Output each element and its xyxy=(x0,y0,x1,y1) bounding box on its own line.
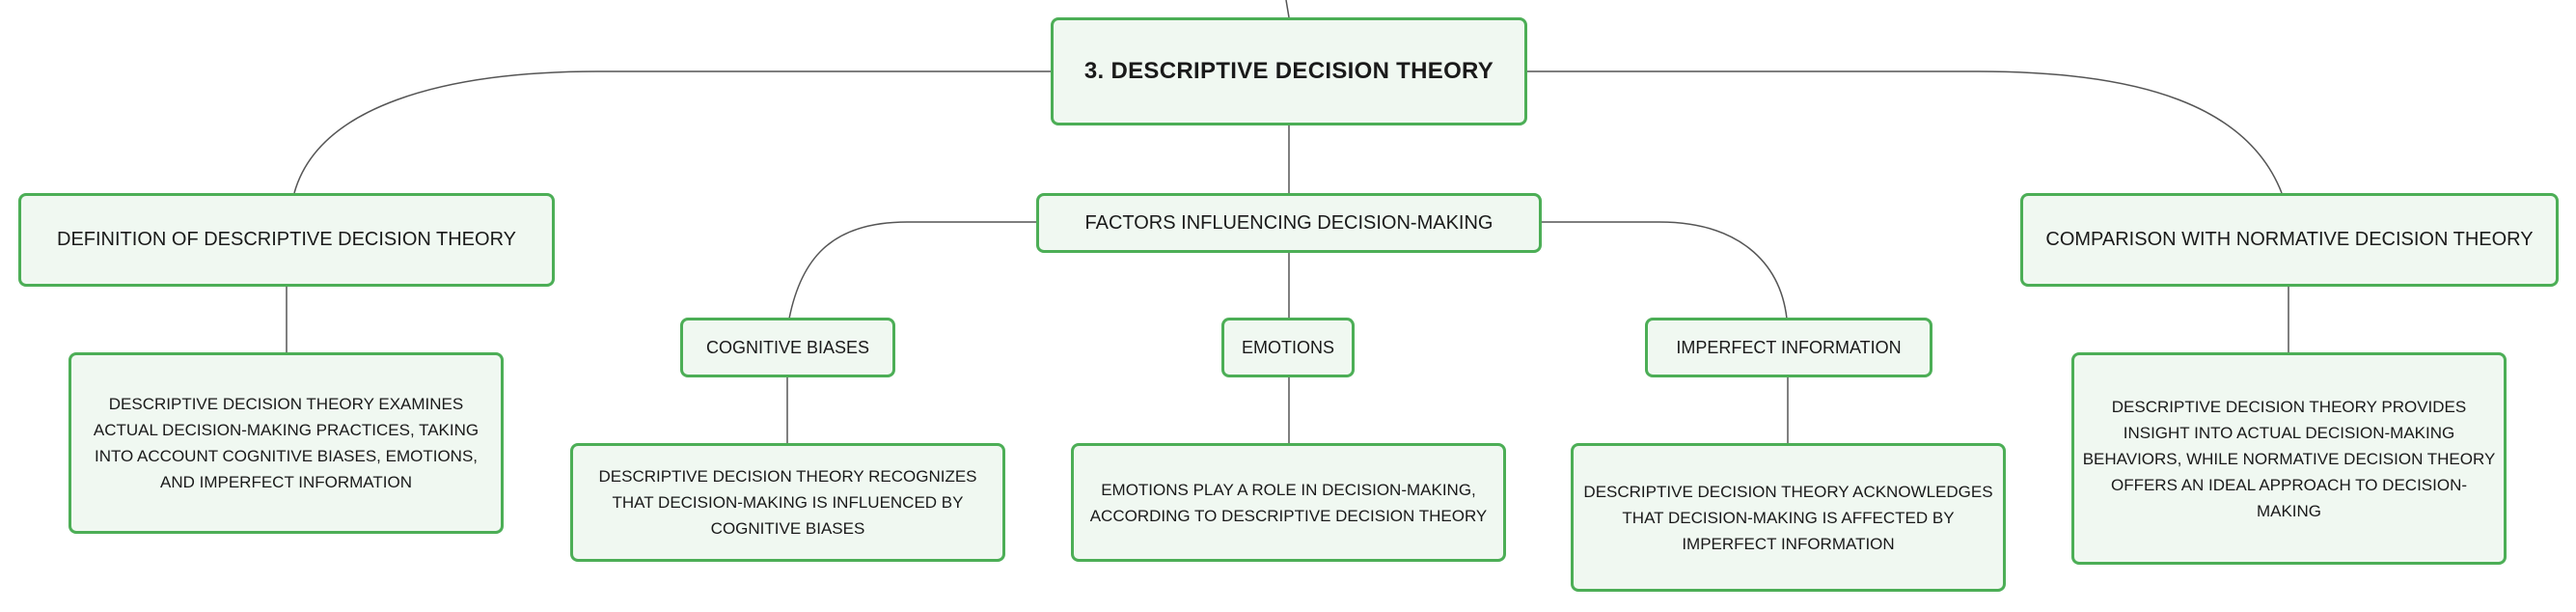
root-topic-node[interactable]: 3. DESCRIPTIVE DECISION THEORY xyxy=(1051,17,1527,125)
comparison-node[interactable]: COMPARISON WITH NORMATIVE DECISION THEOR… xyxy=(2020,193,2559,287)
connector-factors-biases xyxy=(788,221,1037,320)
emotions-label: EMOTIONS xyxy=(1241,337,1334,357)
cognitive-biases-detail-node[interactable]: DESCRIPTIVE DECISION THEORY RECOGNIZES T… xyxy=(570,443,1005,562)
definition-node[interactable]: DEFINITION OF DESCRIPTIVE DECISION THEOR… xyxy=(18,193,555,287)
emotions-detail-text: EMOTIONS PLAY A ROLE IN DECISION-MAKING,… xyxy=(1089,480,1488,525)
emotions-detail-node[interactable]: EMOTIONS PLAY A ROLE IN DECISION-MAKING,… xyxy=(1071,443,1506,562)
connector-root-comparison xyxy=(1526,70,2283,194)
imperfect-information-node[interactable]: IMPERFECT INFORMATION xyxy=(1645,318,1932,377)
comparison-detail-text: DESCRIPTIVE DECISION THEORY PROVIDES INS… xyxy=(2082,397,2496,520)
imperfect-information-label: IMPERFECT INFORMATION xyxy=(1676,337,1902,357)
definition-detail-node[interactable]: DESCRIPTIVE DECISION THEORY EXAMINES ACT… xyxy=(69,352,504,534)
cognitive-biases-detail-text: DESCRIPTIVE DECISION THEORY RECOGNIZES T… xyxy=(598,467,977,538)
connector-root-definition xyxy=(293,70,1052,194)
cognitive-biases-node[interactable]: COGNITIVE BIASES xyxy=(680,318,895,377)
imperfect-information-detail-node[interactable]: DESCRIPTIVE DECISION THEORY ACKNOWLEDGES… xyxy=(1571,443,2006,592)
imperfect-information-detail-text: DESCRIPTIVE DECISION THEORY ACKNOWLEDGES… xyxy=(1583,482,1993,553)
comparison-label: COMPARISON WITH NORMATIVE DECISION THEOR… xyxy=(2045,229,2534,250)
connector-root-up xyxy=(1285,0,1290,18)
cognitive-biases-label: COGNITIVE BIASES xyxy=(705,337,870,357)
connector-factors-imperfect xyxy=(1541,221,1788,320)
factors-node[interactable]: FACTORS INFLUENCING DECISION-MAKING xyxy=(1036,193,1542,253)
comparison-detail-node[interactable]: DESCRIPTIVE DECISION THEORY PROVIDES INS… xyxy=(2071,352,2507,565)
emotions-node[interactable]: EMOTIONS xyxy=(1221,318,1355,377)
definition-label: DEFINITION OF DESCRIPTIVE DECISION THEOR… xyxy=(57,229,516,250)
factors-label: FACTORS INFLUENCING DECISION-MAKING xyxy=(1084,211,1494,234)
definition-detail-text: DESCRIPTIVE DECISION THEORY EXAMINES ACT… xyxy=(93,395,480,491)
root-topic-label: 3. DESCRIPTIVE DECISION THEORY xyxy=(1083,58,1494,84)
